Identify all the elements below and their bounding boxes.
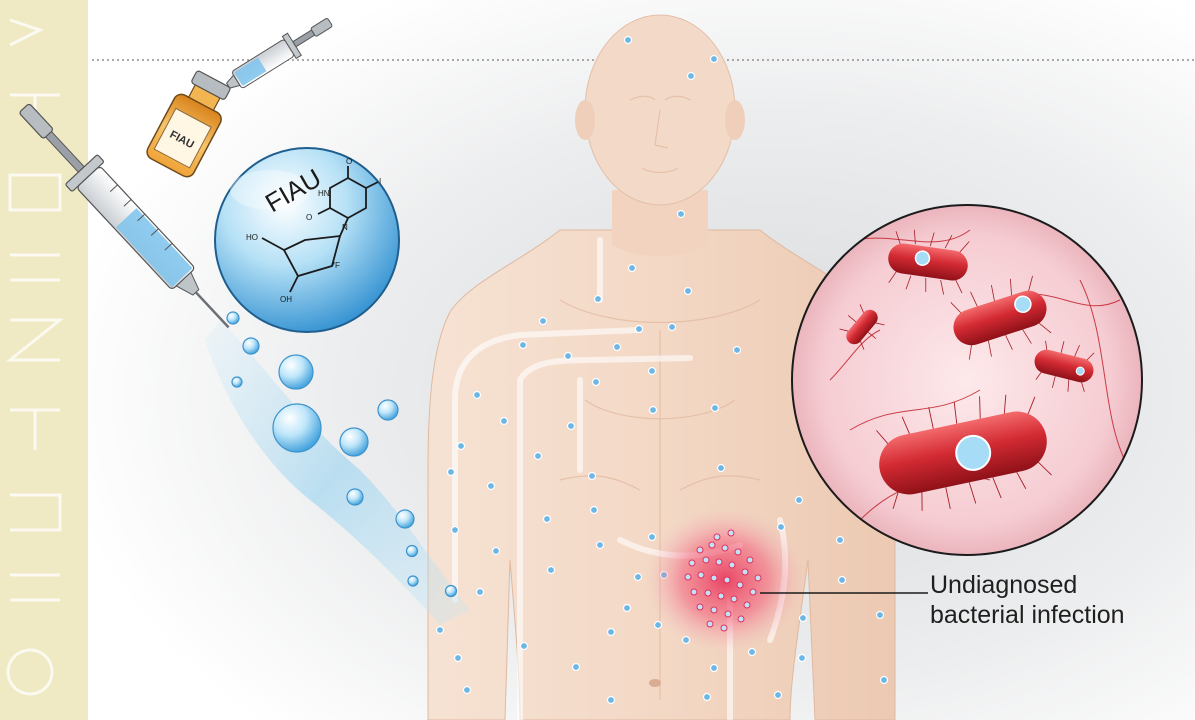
callout-line-2: bacterial infection <box>930 600 1125 630</box>
sidebar-band <box>0 0 88 720</box>
callout-line-1: Undiagnosed <box>930 570 1125 600</box>
chem-atom-o-side: O <box>306 213 312 222</box>
fiau-molecule-bubble: FIAU O I O HN N F HO OH <box>215 148 399 332</box>
chem-atom-ho: HO <box>246 233 258 242</box>
infection-callout: Undiagnosed bacterial infection <box>930 570 1125 630</box>
chem-atom-n: N <box>342 223 348 232</box>
chem-atom-oh: OH <box>280 295 292 304</box>
infection-site <box>645 508 805 652</box>
magnified-bacteria-view <box>792 205 1142 555</box>
chem-atom-nh: HN <box>318 189 330 198</box>
chem-atom-o-top: O <box>346 157 352 166</box>
chem-atom-f: F <box>335 261 340 270</box>
chem-atom-iodine: I <box>379 177 381 186</box>
